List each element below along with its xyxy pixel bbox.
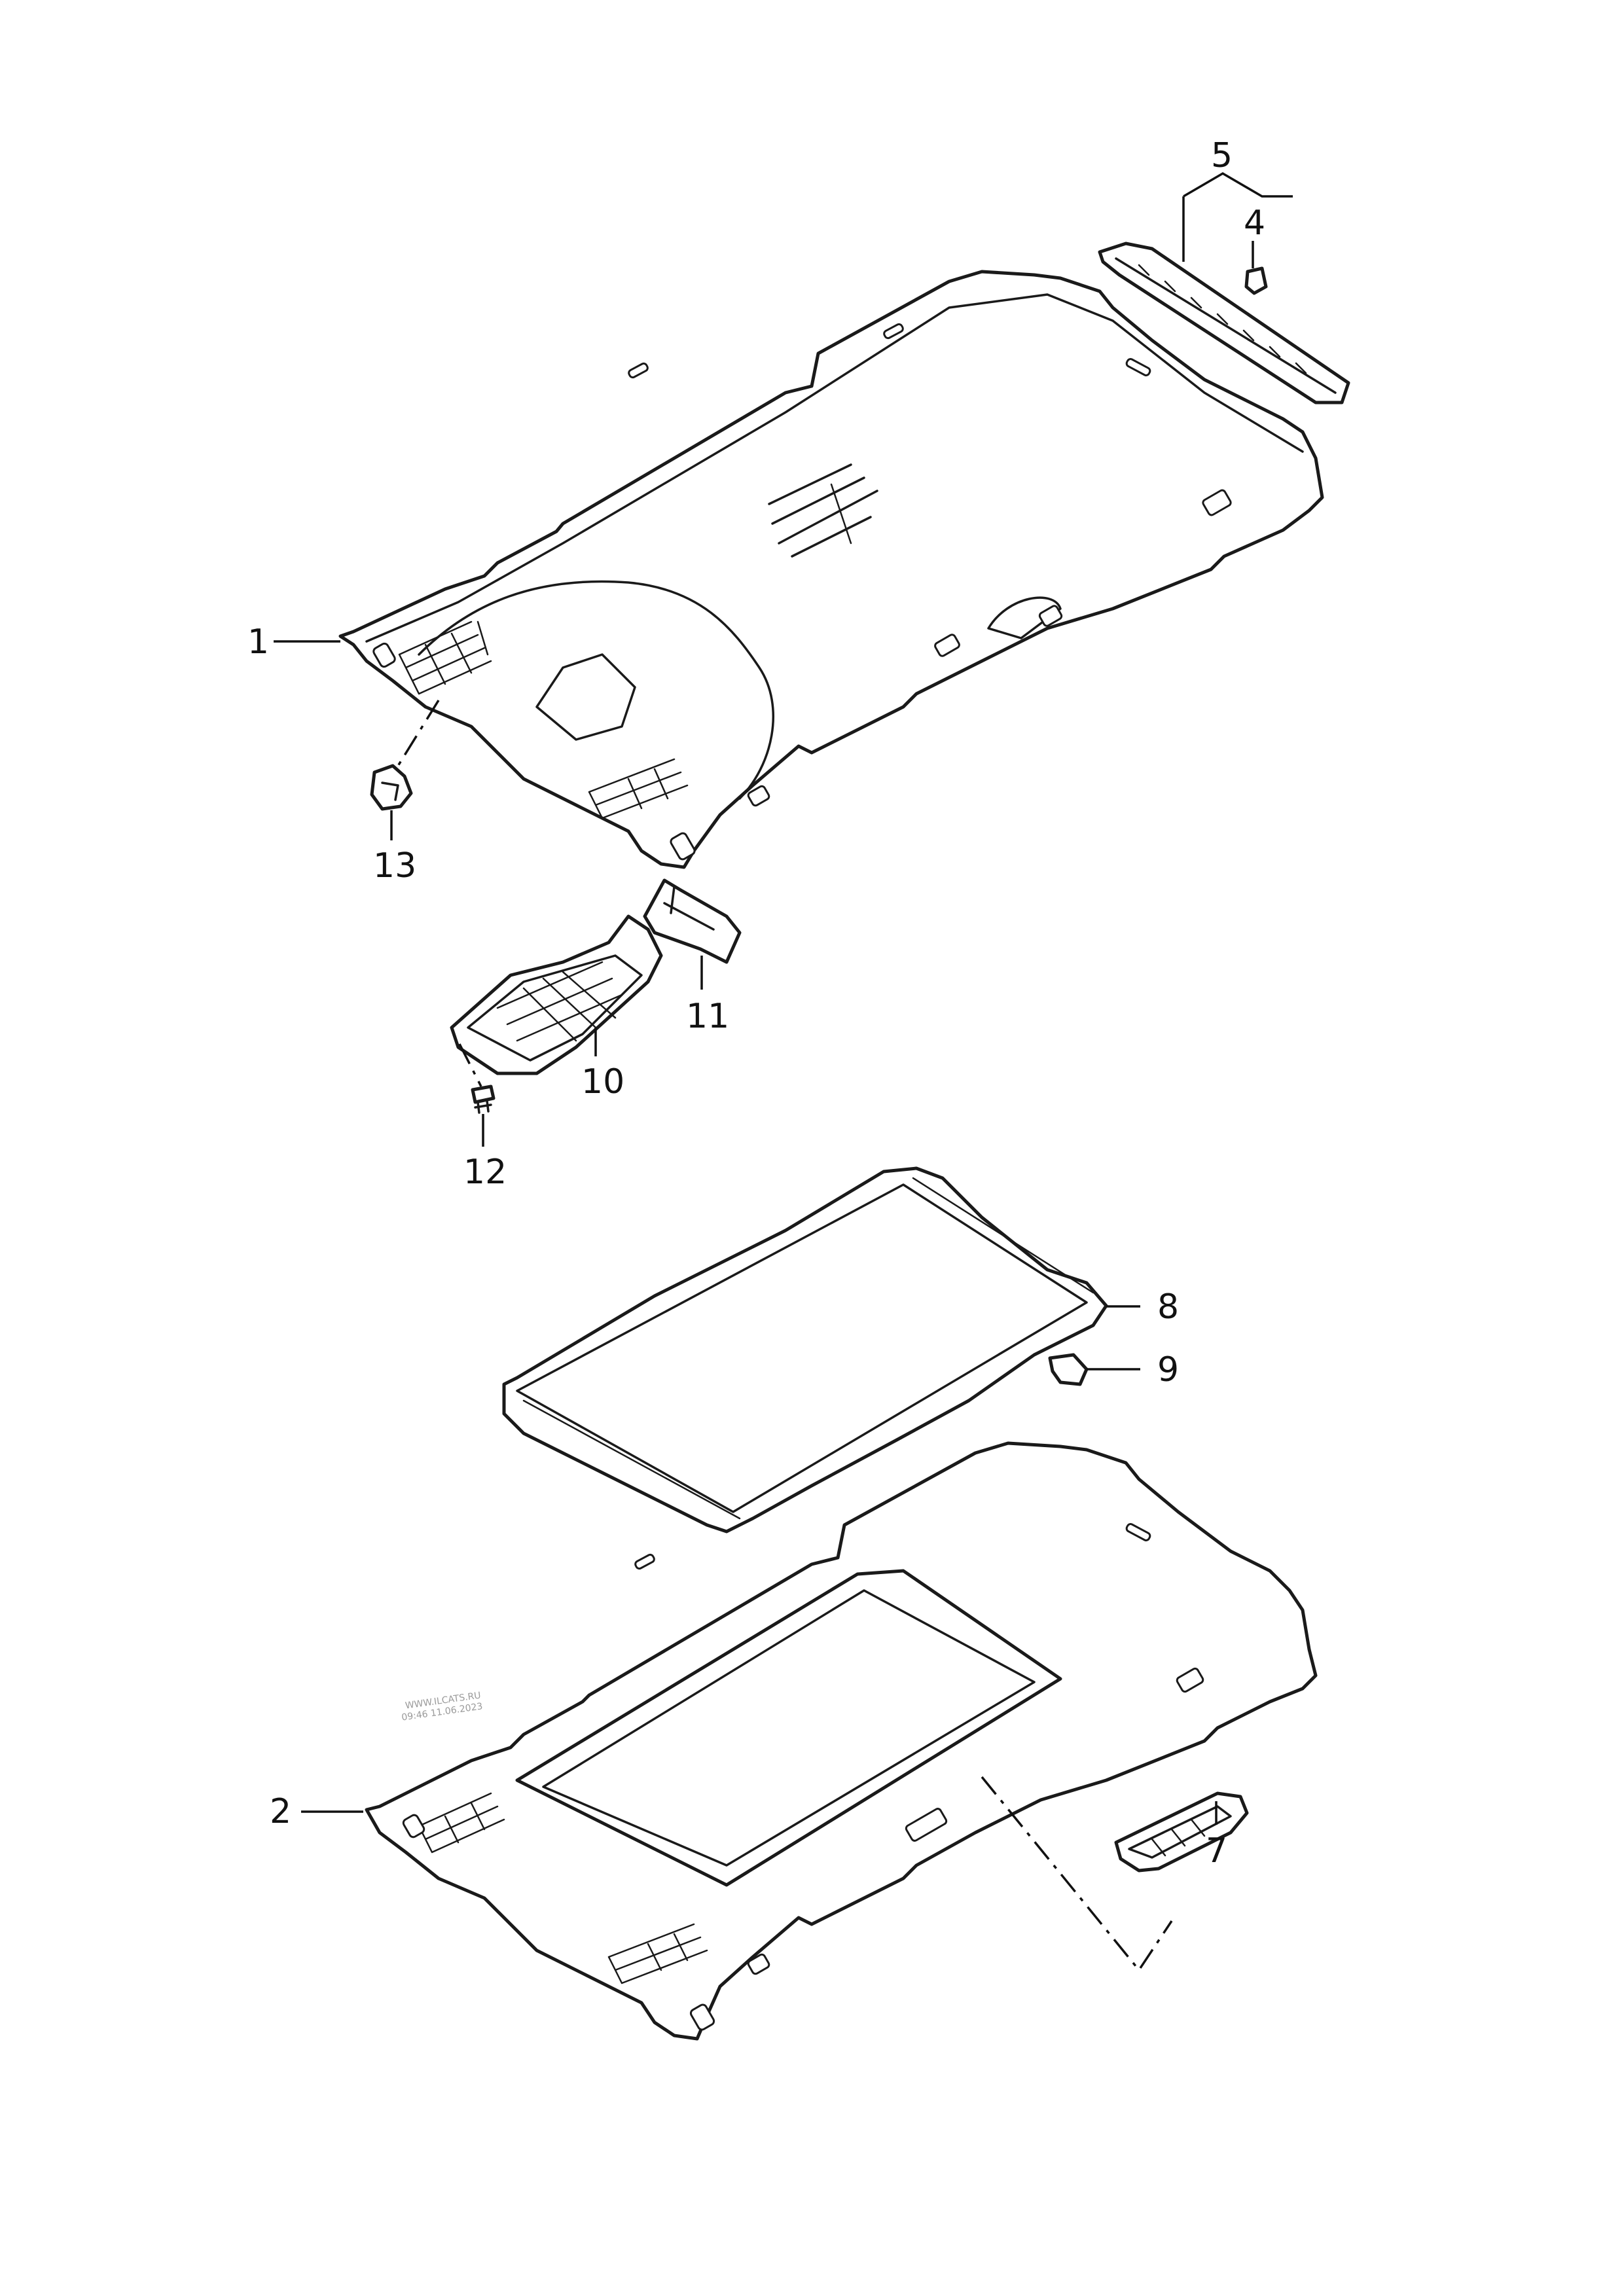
- part-2-headliner-sunroof: [365, 1441, 1318, 2041]
- callout-11: 11: [686, 997, 729, 1036]
- part-7-lamp-housing: [1114, 1791, 1249, 1873]
- callout-12: 12: [463, 1153, 507, 1192]
- part-11-cover: [643, 878, 742, 964]
- callout-9: 9: [1157, 1350, 1179, 1390]
- part-13-fastener: [370, 764, 413, 811]
- part-12-screw: [471, 1085, 496, 1114]
- callout-2: 2: [270, 1792, 291, 1831]
- dash-leader-12: [458, 1043, 482, 1087]
- callout-5: 5: [1211, 136, 1233, 175]
- part-8-sunroof-frame: [502, 1166, 1108, 1534]
- part-5-rear-trim-strip: [1098, 242, 1350, 404]
- callout-7: 7: [1206, 1831, 1227, 1871]
- part-4-clip: [1244, 266, 1268, 295]
- part-1-headliner: [338, 270, 1324, 869]
- callout-1: 1: [247, 622, 269, 662]
- callout-labels: 1 2 4 5 7 8 9 10 11 12 13: [247, 136, 1265, 1871]
- leader-5-bracket: [1183, 171, 1293, 198]
- part-10-console-housing: [450, 914, 663, 1075]
- callout-4: 4: [1244, 204, 1265, 243]
- callout-10: 10: [581, 1062, 624, 1102]
- callout-13: 13: [373, 846, 416, 886]
- leader-lines: [274, 171, 1293, 1972]
- callout-8: 8: [1157, 1287, 1179, 1327]
- part-9-bracket: [1048, 1353, 1089, 1386]
- dash-leader-13: [395, 700, 440, 770]
- watermark: WWW.ILCATS.RU 09:46 11.06.2023: [401, 1691, 483, 1723]
